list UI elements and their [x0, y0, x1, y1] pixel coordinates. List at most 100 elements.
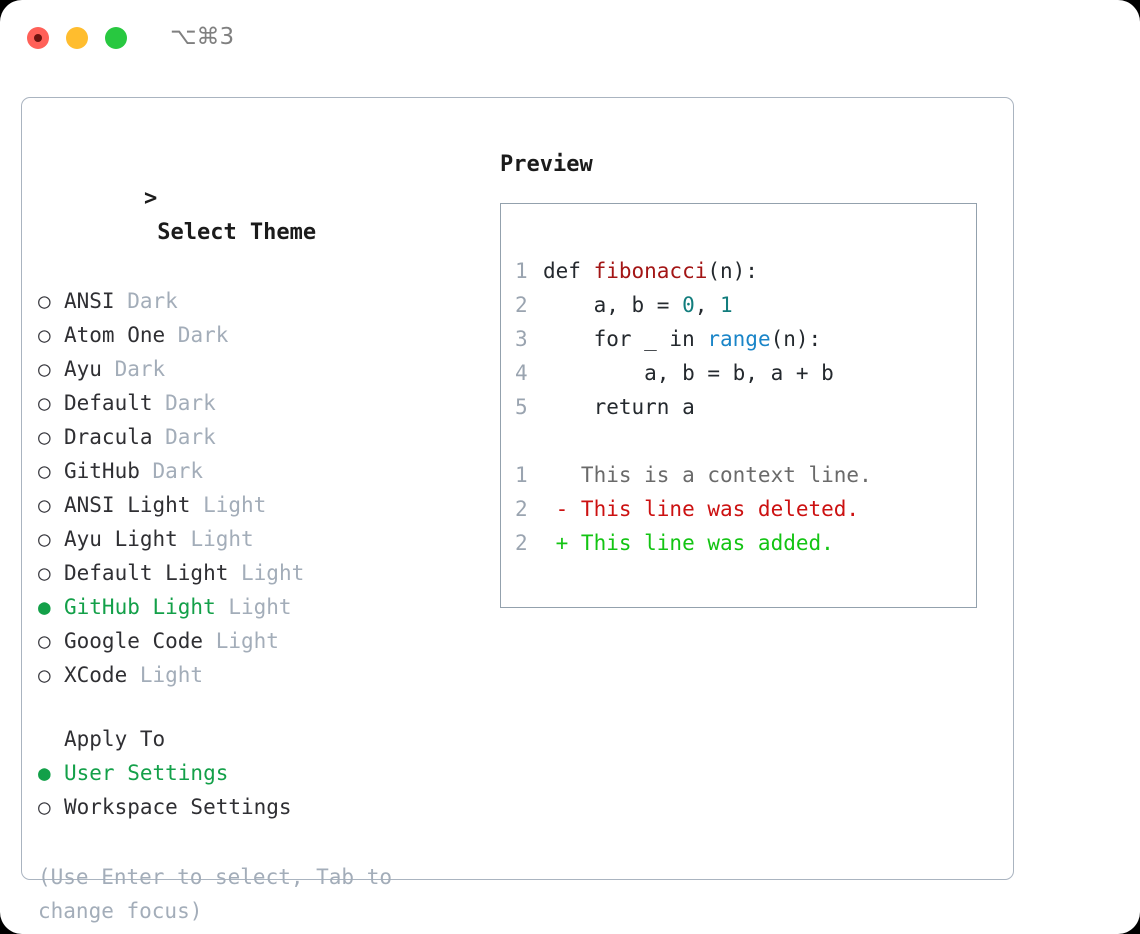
radio-unselected-icon: ○: [38, 527, 51, 551]
theme-option-label: ANSI Light: [64, 493, 191, 517]
code-line: 2 a, b = 0, 1: [515, 288, 976, 322]
theme-option-tag: Dark: [152, 391, 216, 415]
apply-to-title: Apply To: [64, 727, 166, 751]
code-token: fibonacci: [593, 259, 708, 283]
radio-unselected-icon: ○: [38, 795, 51, 819]
theme-option-ayu[interactable]: ○ Ayu Dark: [38, 352, 488, 386]
minimize-button[interactable]: [66, 27, 88, 49]
content-panel: > Select Theme ○ANSI Dark○Atom One Dark○…: [21, 97, 1014, 923]
code-token: (n):: [770, 327, 822, 351]
theme-option-atom-one[interactable]: ○ Atom One Dark: [38, 318, 488, 352]
theme-option-label: Dracula: [64, 425, 153, 449]
theme-option-tag: Light: [203, 629, 279, 653]
apply-to-section: Apply To ● User Settings ○ Workspace Settin…: [38, 722, 488, 824]
theme-option-default[interactable]: ○ Default Dark: [38, 386, 488, 420]
line-number: 4: [515, 361, 528, 385]
radio-unselected-icon: ○: [38, 391, 51, 415]
code-token: 1: [720, 293, 733, 317]
theme-option-label: Default: [64, 391, 153, 415]
theme-selector-column: > Select Theme ○ANSI Dark○Atom One Dark○…: [38, 148, 488, 928]
theme-option-label: GitHub: [64, 459, 140, 483]
diff-line-text: - This line was deleted.: [543, 497, 860, 521]
theme-option-dracula[interactable]: ○Dracula Dark: [38, 420, 488, 454]
theme-option-label: Atom One: [64, 323, 166, 347]
theme-option-tag: Light: [228, 561, 305, 585]
caret-icon: >: [143, 186, 158, 211]
select-theme-title: [144, 220, 157, 245]
diff-line: 2 - This line was deleted.: [515, 492, 976, 526]
keyboard-shortcut-label: ⌥⌘3: [170, 24, 235, 50]
code-token: ,: [694, 293, 721, 317]
title-bar: ⌥⌘3: [0, 0, 1140, 78]
theme-option-ayu-light[interactable]: ○Ayu Light Light: [38, 522, 488, 556]
code-token: a, b = b, a + b: [543, 361, 834, 385]
zoom-button[interactable]: [105, 27, 127, 49]
code-token: (n):: [707, 259, 758, 283]
close-button[interactable]: [27, 27, 49, 49]
theme-option-ansi-light[interactable]: ○ ANSI Light Light: [38, 488, 488, 522]
select-theme-header: > Select Theme: [38, 148, 488, 284]
window-controls: [27, 27, 127, 49]
line-number: 1: [515, 463, 528, 487]
code-token: return a: [543, 395, 695, 419]
theme-option-tag: Dark: [165, 323, 229, 347]
line-number: 2: [515, 531, 528, 555]
radio-unselected-icon: ○: [38, 425, 51, 449]
preview-title: Preview: [500, 152, 593, 177]
theme-option-label: Ayu Light: [64, 527, 178, 551]
select-theme-label: Select Theme: [157, 220, 317, 245]
code-token: for _ in: [543, 327, 708, 351]
code-line: 4 a, b = b, a + b: [515, 356, 976, 390]
diff-line-text: This is a context line.: [543, 463, 872, 487]
apply-to-option-label: Workspace Settings: [64, 795, 292, 819]
line-number: 1: [515, 259, 528, 283]
theme-option-default-light[interactable]: ○Default Light Light: [38, 556, 488, 590]
radio-unselected-icon: ○: [38, 629, 51, 653]
keyboard-hint-text: (Use Enter to select, Tab to change focu…: [38, 865, 393, 923]
theme-option-tag: Dark: [139, 459, 204, 483]
theme-option-ansi[interactable]: ○ANSI Dark: [38, 284, 488, 318]
radio-selected-icon: ●: [38, 761, 51, 785]
apply-to-option-user-settings[interactable]: ● User Settings: [38, 756, 488, 790]
radio-unselected-icon: ○: [38, 459, 51, 483]
diff-sample: 1 This is a context line.2 - This line w…: [515, 458, 976, 560]
theme-option-xcode[interactable]: ○XCode Light: [38, 658, 488, 692]
theme-option-label: Google Code: [64, 629, 204, 653]
code-token: a, b =: [543, 293, 683, 317]
apply-to-option-label: User Settings: [64, 761, 229, 785]
radio-unselected-icon: ○: [38, 323, 51, 347]
line-number: 5: [515, 395, 528, 419]
theme-list: ○ANSI Dark○Atom One Dark○Ayu Dark○Defaul…: [38, 284, 488, 692]
code-diff-spacer: [515, 424, 976, 458]
theme-option-tag: Dark: [114, 289, 178, 313]
theme-option-tag: Light: [190, 493, 267, 517]
theme-option-github[interactable]: ○ GitHub Dark: [38, 454, 488, 488]
line-number: 3: [515, 327, 528, 351]
theme-option-label: XCode: [64, 663, 128, 687]
theme-option-github-light[interactable]: ●GitHub Light Light: [38, 590, 488, 624]
line-number: 2: [515, 497, 528, 521]
code-line: 5 return a: [515, 390, 976, 424]
diff-line: 1 This is a context line.: [515, 458, 976, 492]
apply-to-option-workspace-settings[interactable]: ○ Workspace Settings: [38, 790, 488, 824]
code-token: 0: [682, 293, 695, 317]
diff-line: 2 + This line was added.: [515, 526, 976, 560]
theme-option-google-code[interactable]: ○ Google Code Light: [38, 624, 488, 658]
theme-option-tag: Light: [127, 663, 204, 687]
theme-option-label: Default Light: [64, 561, 229, 585]
theme-option-label: GitHub Light: [64, 595, 216, 619]
theme-option-tag: Dark: [101, 357, 166, 381]
diff-line-text: + This line was added.: [543, 531, 834, 555]
radio-unselected-icon: ○: [38, 357, 51, 381]
radio-unselected-icon: ○: [38, 289, 51, 313]
line-number: 2: [515, 293, 528, 317]
code-line: 3 for _ in range(n):: [515, 322, 976, 356]
theme-option-tag: Light: [215, 595, 292, 619]
radio-unselected-icon: ○: [38, 493, 51, 517]
theme-option-label: Ayu: [64, 357, 102, 381]
